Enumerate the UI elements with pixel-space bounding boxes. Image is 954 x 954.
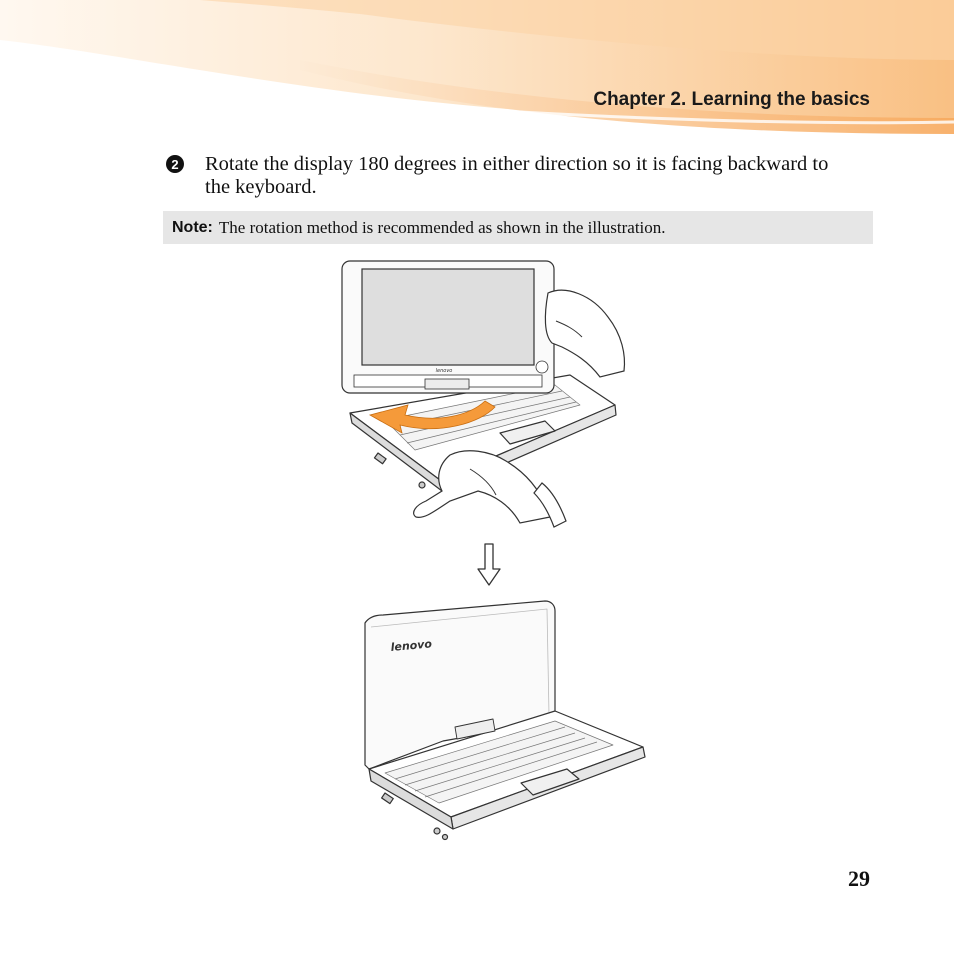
rotated-display-illustration: lenovo (364, 600, 646, 841)
lid-logo: lenovo (390, 637, 433, 654)
chapter-title: Chapter 2. Learning the basics (593, 89, 870, 110)
display-hinge (424, 378, 470, 390)
step-number-badge: 2 (166, 155, 184, 173)
step-instruction: Rotate the display 180 degrees in either… (205, 153, 829, 198)
rotate-display-illustration: lenovo (341, 260, 626, 528)
touchpad (520, 768, 580, 796)
display-screen (361, 268, 535, 366)
header-decoration (0, 0, 954, 134)
display-hinge (454, 718, 496, 740)
note-text: The rotation method is recommended as sh… (218, 217, 666, 237)
touchpad (499, 420, 556, 445)
note-label: Note: (172, 218, 213, 236)
page-number: 29 (848, 866, 870, 891)
screen-logo: lenovo (436, 368, 453, 374)
note-box: Note: The rotation method is recommended… (163, 211, 873, 244)
rotation-arrow-icon (368, 400, 496, 434)
left-hand (413, 450, 551, 524)
keyboard-keys (384, 720, 614, 804)
down-arrow-icon (477, 543, 501, 586)
right-hand (544, 289, 626, 378)
